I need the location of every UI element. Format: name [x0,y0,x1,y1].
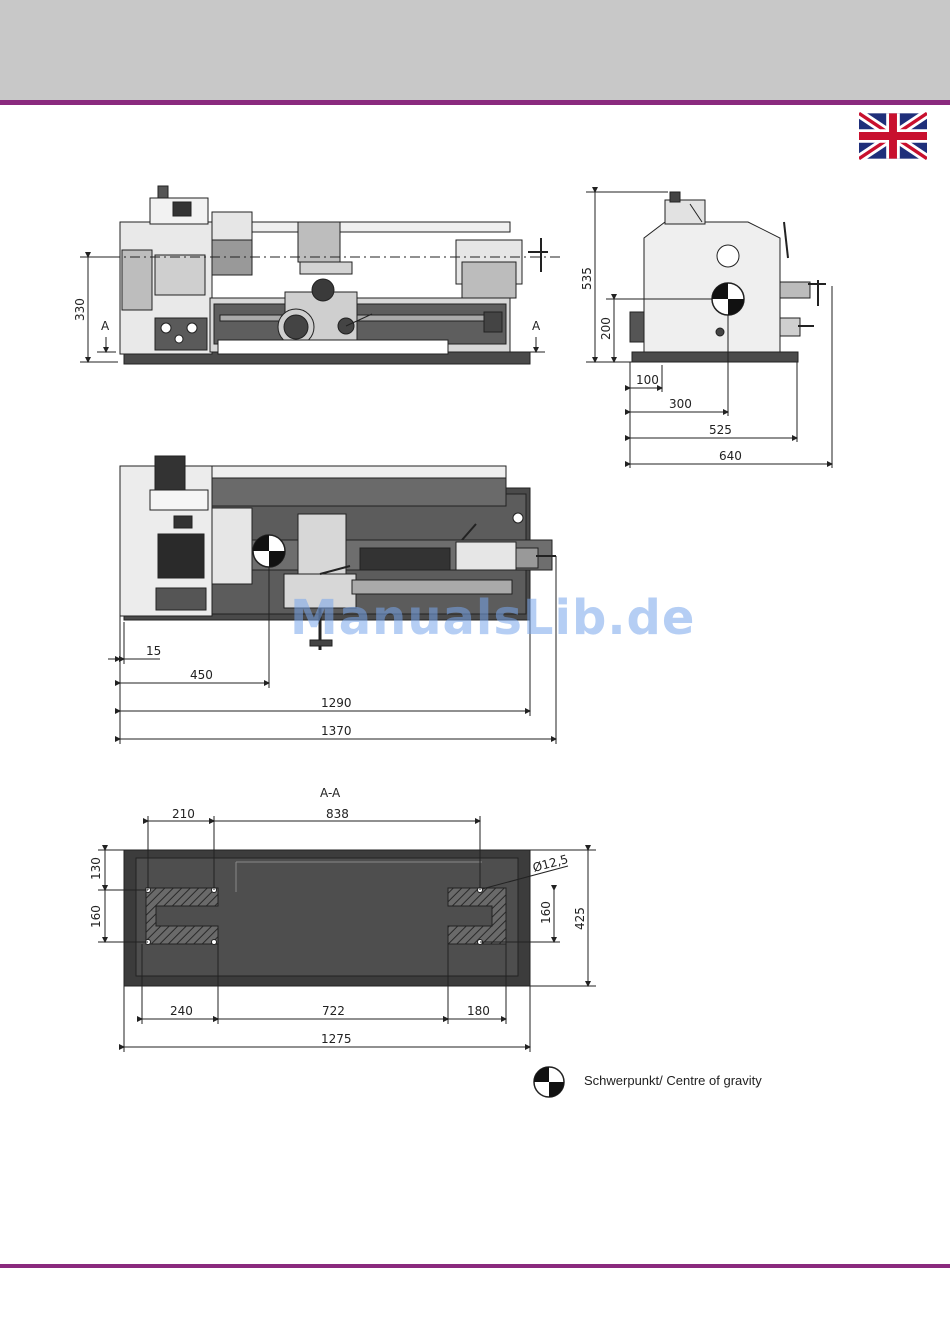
top-cog-marker [253,535,285,567]
section-dim-425: 425 [573,907,587,930]
side-height-cog-label: 200 [599,317,613,340]
section-dim-1275: 1275 [321,1032,352,1046]
section-hole-label: Ø12,5 [531,852,570,875]
section-dim-160-left: 160 [89,905,103,928]
section-mark-right: A [532,319,541,333]
top-dim-1370: 1370 [321,724,352,738]
section-dim-722: 722 [322,1004,345,1018]
front-height-label: 330 [73,298,87,321]
section-mark-left: A [101,319,110,333]
watermark: ManualsLib.de [290,590,695,646]
side-dim-100: 100 [636,373,659,387]
section-dim-130: 130 [89,857,103,880]
top-dim-15: 15 [146,644,161,658]
side-dim-300: 300 [669,397,692,411]
section-dim-240: 240 [170,1004,193,1018]
section-dim-160-right: 160 [539,901,553,924]
section-dim-210: 210 [172,807,195,821]
side-height-total-label: 535 [580,267,594,290]
side-dim-525: 525 [709,423,732,437]
legend-label: Schwerpunkt/ Centre of gravity [584,1073,762,1088]
top-dim-450: 450 [190,668,213,682]
top-dim-1290: 1290 [321,696,352,710]
front-view [90,186,560,364]
section-dim-180: 180 [467,1004,490,1018]
centre-of-gravity-icon [533,1066,565,1098]
footer-rule [0,1264,950,1268]
section-dim-838: 838 [326,807,349,821]
side-dim-640: 640 [719,449,742,463]
side-cog-marker [712,283,744,315]
section-view [124,850,530,986]
section-title: A-A [320,786,341,800]
